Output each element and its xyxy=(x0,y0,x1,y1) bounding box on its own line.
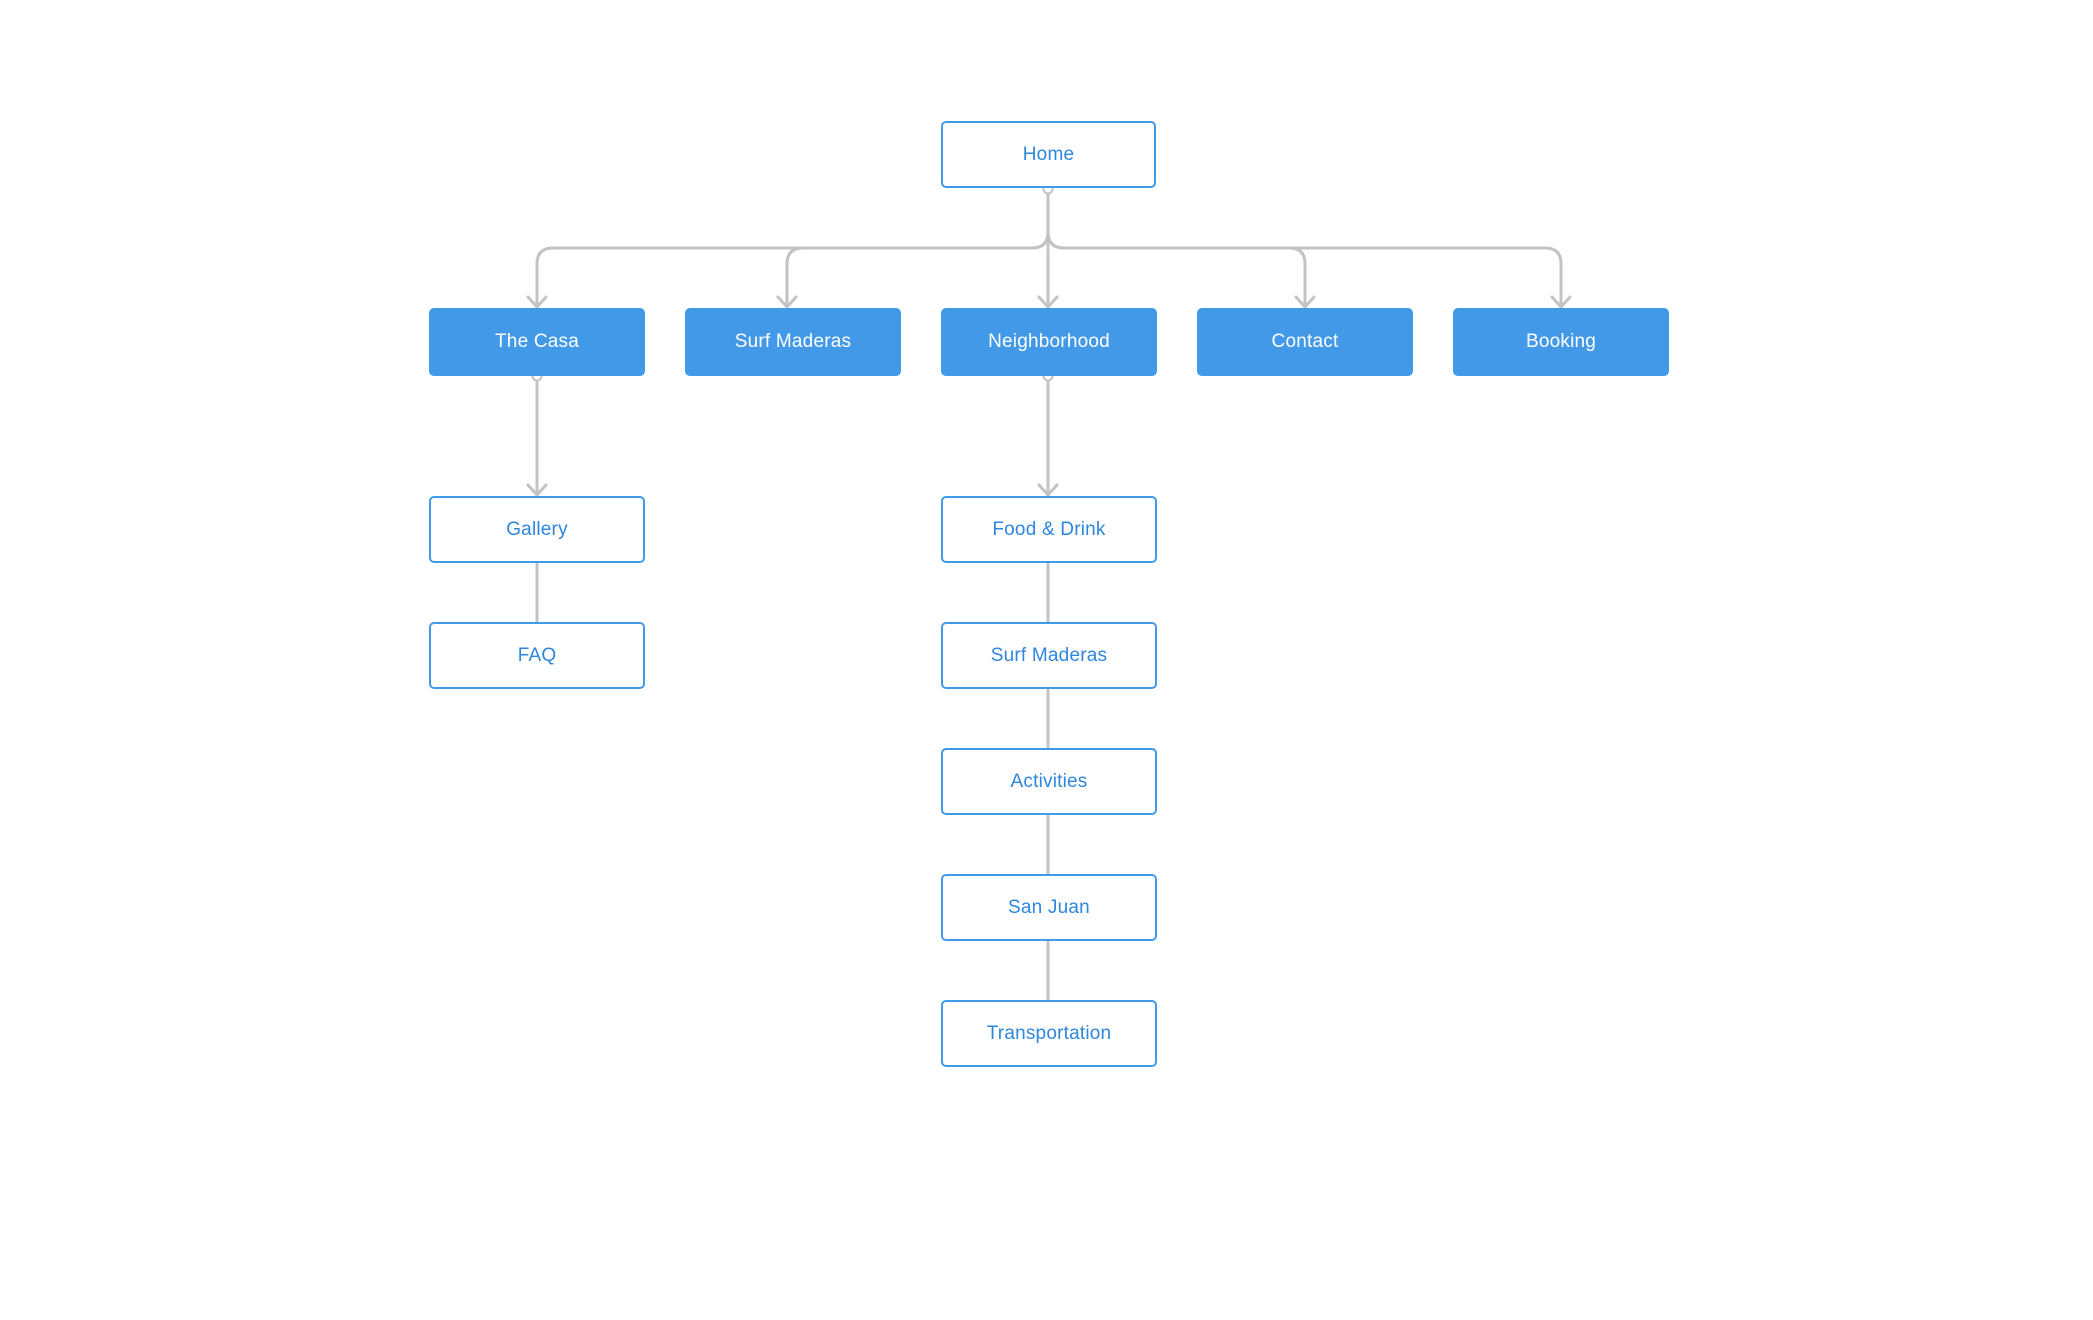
node-faq-label: FAQ xyxy=(517,644,557,666)
arrowhead-food-drink xyxy=(1037,483,1059,497)
node-food-drink-label: Food & Drink xyxy=(992,518,1106,540)
connector-home-to-surf-maderas xyxy=(785,188,1050,307)
connector-home-to-booking xyxy=(1046,188,1563,307)
node-activities-label: Activities xyxy=(1010,770,1088,792)
node-neighborhood-label: Neighborhood xyxy=(988,331,1110,352)
arrowhead-surf-maderas xyxy=(776,295,798,309)
node-surf-maderas-label: Surf Maderas xyxy=(734,331,852,352)
node-contact[interactable]: Contact xyxy=(1197,308,1413,376)
arrowhead-gallery xyxy=(526,483,548,497)
node-home[interactable]: Home xyxy=(941,121,1156,188)
node-booking[interactable]: Booking xyxy=(1453,308,1669,376)
node-home-label: Home xyxy=(1022,143,1075,165)
node-transportation[interactable]: Transportation xyxy=(941,1000,1157,1067)
node-san-juan[interactable]: San Juan xyxy=(941,874,1157,941)
node-gallery[interactable]: Gallery xyxy=(429,496,645,563)
node-activities[interactable]: Activities xyxy=(941,748,1157,815)
node-contact-label: Contact xyxy=(1271,331,1339,352)
node-food-drink[interactable]: Food & Drink xyxy=(941,496,1157,563)
arrowhead-neighborhood xyxy=(1037,295,1059,309)
node-the-casa-label: The Casa xyxy=(495,331,579,352)
node-gallery-label: Gallery xyxy=(506,518,568,540)
node-neighborhood[interactable]: Neighborhood xyxy=(941,308,1157,376)
node-neighborhood-surf-maderas-label: Surf Maderas xyxy=(990,644,1108,666)
node-faq[interactable]: FAQ xyxy=(429,622,645,689)
node-surf-maderas[interactable]: Surf Maderas xyxy=(685,308,901,376)
node-the-casa[interactable]: The Casa xyxy=(429,308,645,376)
node-transportation-label: Transportation xyxy=(986,1022,1112,1044)
node-booking-label: Booking xyxy=(1525,331,1597,352)
arrowhead-contact xyxy=(1294,295,1316,309)
node-san-juan-label: San Juan xyxy=(1008,896,1090,918)
arrowhead-the-casa xyxy=(526,295,548,309)
arrowhead-booking xyxy=(1550,295,1572,309)
node-neighborhood-surf-maderas[interactable]: Surf Maderas xyxy=(941,622,1157,689)
